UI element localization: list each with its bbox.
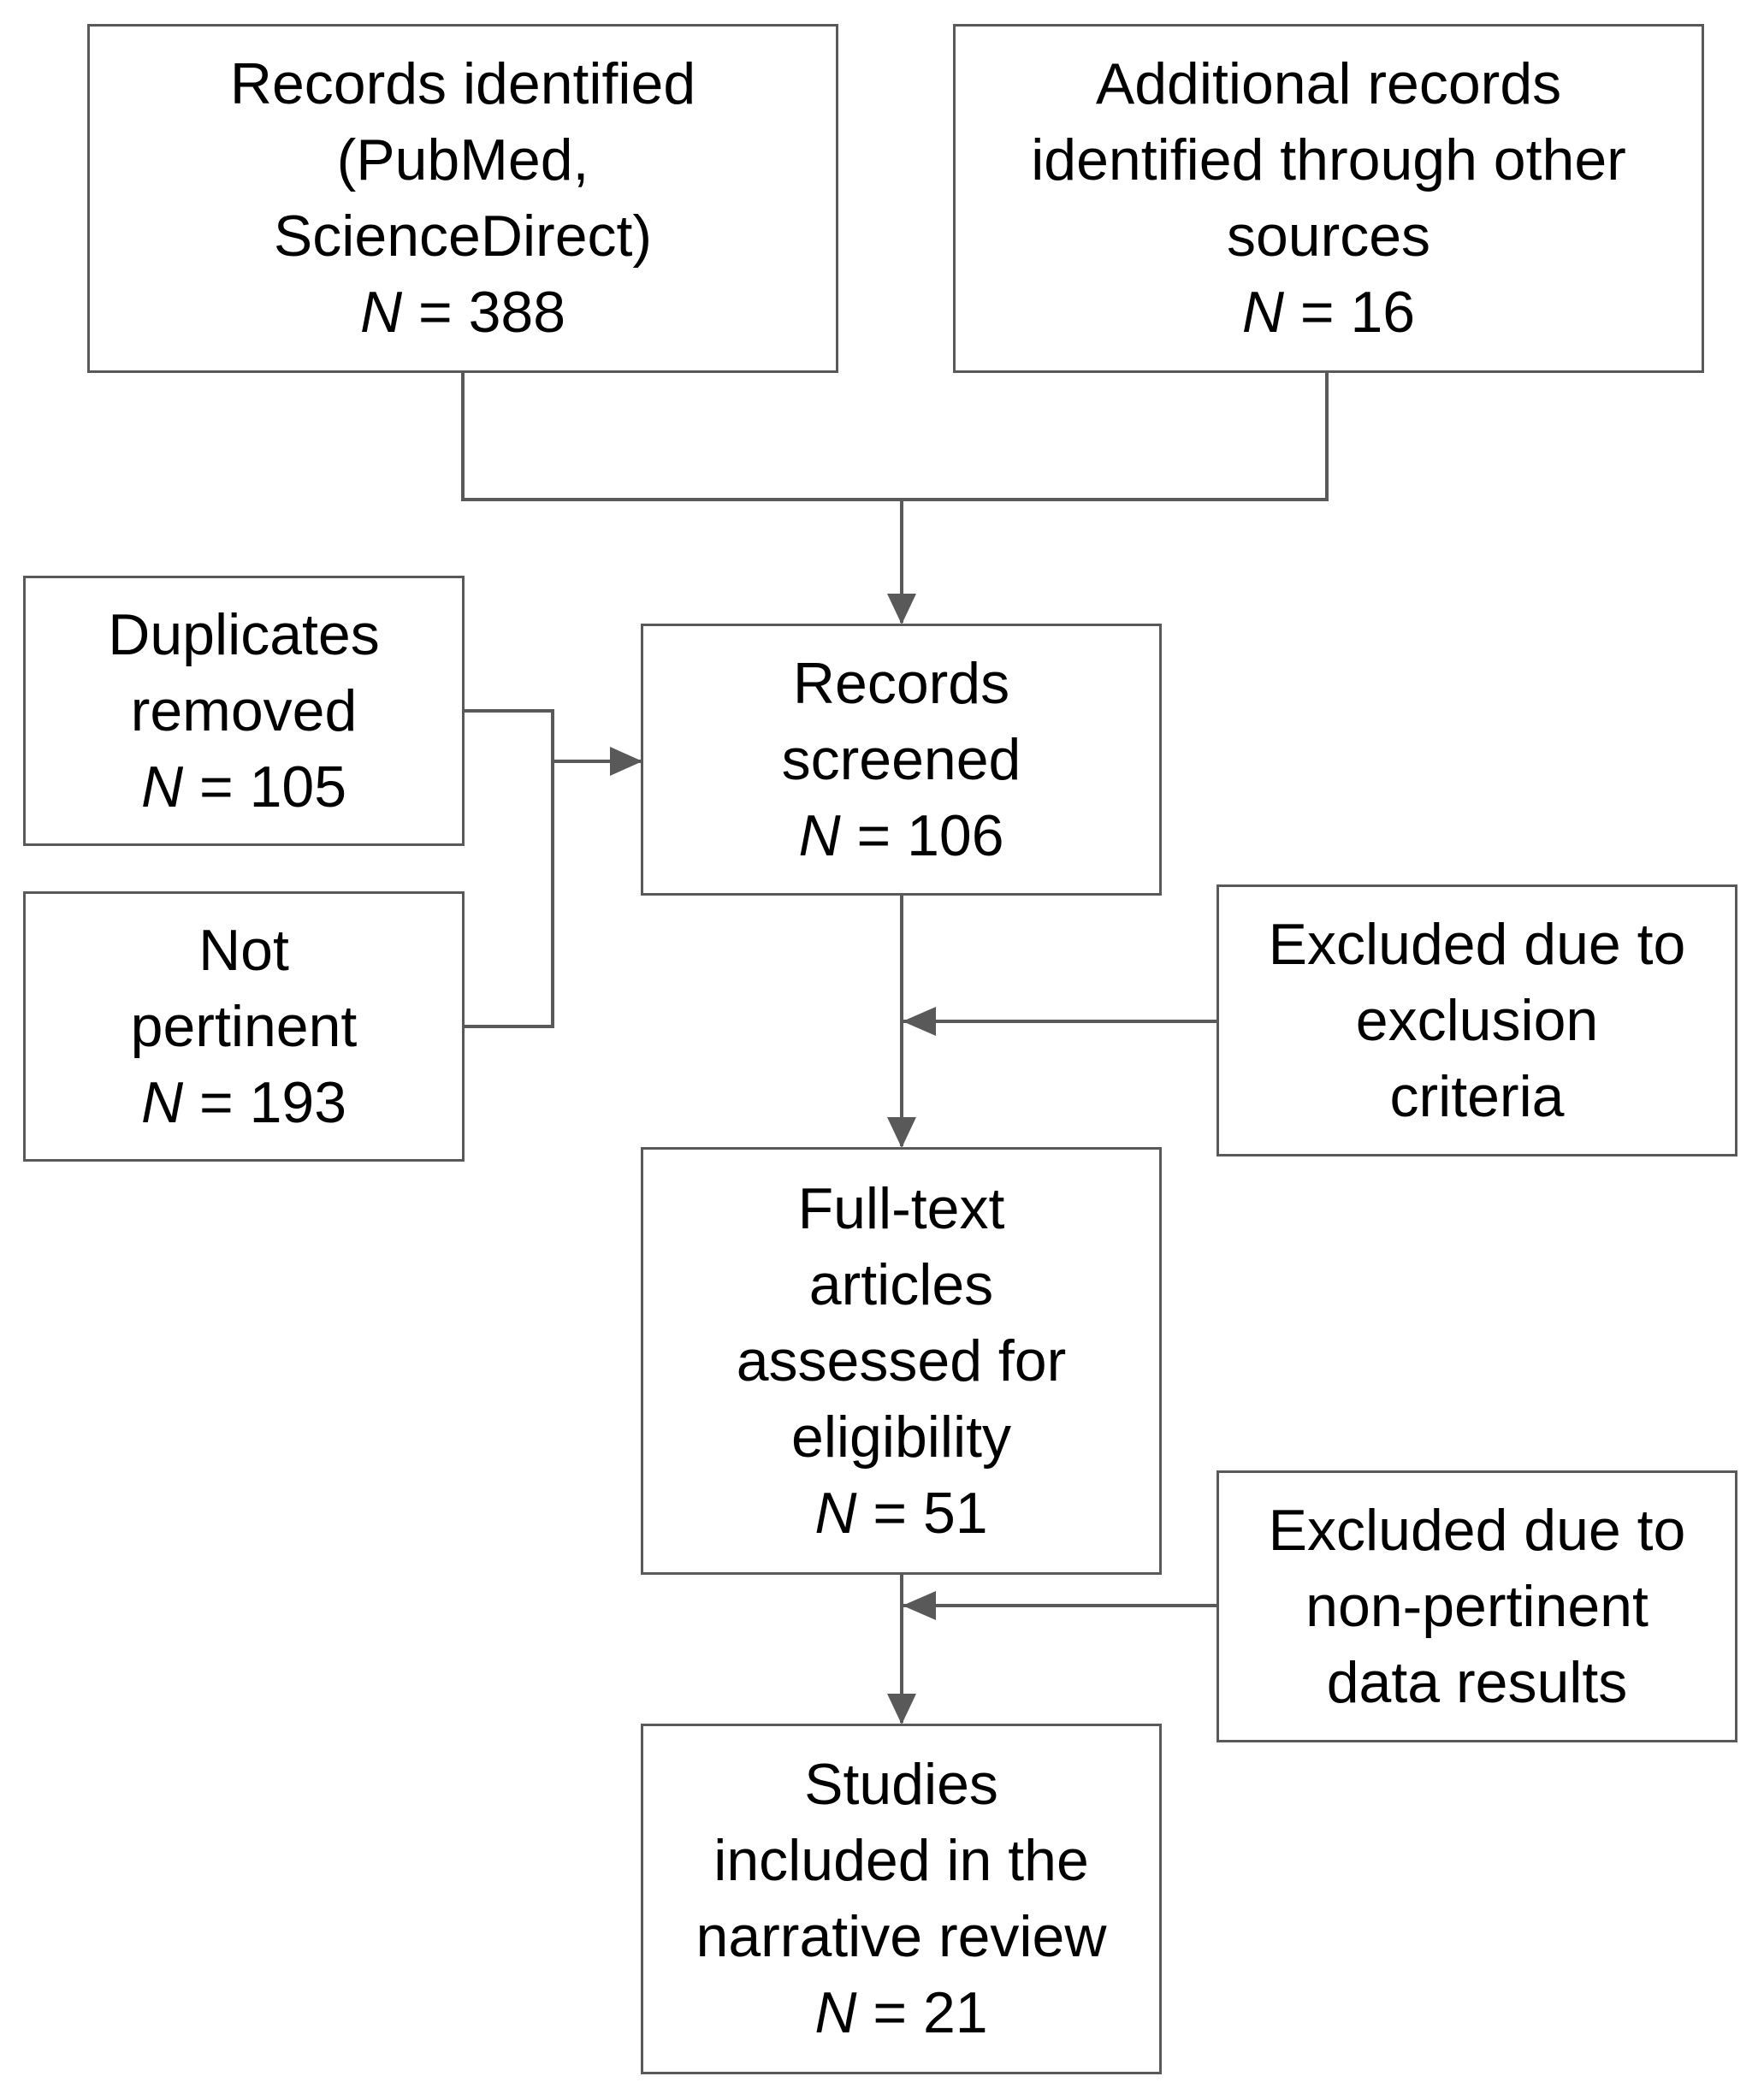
n-symbol: N (140, 1069, 184, 1135)
connector-left-bracket (463, 709, 554, 1028)
duplicates-removed-line-2: removed (130, 677, 358, 743)
additional-records-box: Additional records identified through ot… (953, 24, 1704, 373)
excluded-criteria-line-1: Excluded due to (1268, 911, 1686, 977)
arrowhead-excluded-nonpertinent (903, 1591, 936, 1620)
additional-records-line-3: sources (1226, 204, 1431, 269)
n-symbol: N (359, 280, 403, 345)
excluded-nonpertinent-line-1: Excluded due to (1268, 1497, 1686, 1563)
full-text-line-1: Full-text (797, 1175, 1005, 1241)
n-symbol: N (798, 802, 841, 868)
excluded-criteria-box: Excluded due to exclusion criteria (1216, 884, 1737, 1156)
duplicates-removed-line-1: Duplicates (108, 601, 380, 667)
records-screened-count: N = 106 (798, 798, 1003, 874)
records-screened-box: Records screened N = 106 (641, 624, 1162, 896)
excluded-nonpertinent-line-3: data results (1326, 1649, 1628, 1715)
records-identified-count: N = 388 (360, 275, 565, 351)
excluded-nonpertinent-box: Excluded due to non-pertinent data resul… (1216, 1470, 1737, 1742)
not-pertinent-count: N = 193 (141, 1065, 346, 1141)
additional-records-line-1: Additional records (1095, 51, 1562, 116)
connector-merge-top (461, 373, 1329, 501)
records-screened-line-2: screened (781, 726, 1021, 792)
records-identified-line-1: Records identified (229, 51, 696, 116)
n-symbol: N (1241, 280, 1284, 345)
additional-records-line-2: identified through other (1031, 127, 1626, 192)
arrowhead-studies-top (887, 1694, 916, 1724)
records-identified-line-2: (PubMed, (336, 127, 589, 192)
studies-included-line-3: narrative review (696, 1904, 1107, 1969)
records-identified-box: Records identified (PubMed, ScienceDirec… (87, 24, 838, 373)
studies-included-count: N = 21 (814, 1975, 987, 2051)
excluded-nonpertinent-line-2: non-pertinent (1305, 1573, 1649, 1639)
excluded-criteria-line-3: criteria (1389, 1063, 1565, 1129)
records-screened-count-value: = 106 (856, 802, 1004, 868)
studies-included-line-2: included in the (713, 1828, 1089, 1893)
arrowhead-full-text-top (887, 1117, 916, 1148)
not-pertinent-line-2: pertinent (130, 993, 358, 1059)
n-symbol: N (814, 1480, 857, 1546)
studies-included-count-value: = 21 (873, 1980, 988, 2045)
not-pertinent-box: Not pertinent N = 193 (23, 891, 465, 1162)
arrowhead-screened-left (610, 747, 642, 776)
records-screened-line-1: Records (792, 650, 1010, 716)
not-pertinent-line-1: Not (198, 917, 289, 983)
full-text-line-2: articles (808, 1251, 994, 1317)
additional-records-count-value: = 16 (1299, 280, 1416, 345)
not-pertinent-count-value: = 193 (198, 1069, 347, 1135)
full-text-count-value: = 51 (873, 1480, 988, 1546)
full-text-line-3: assessed for (736, 1328, 1067, 1393)
records-identified-line-3: ScienceDirect) (273, 204, 653, 269)
full-text-box: Full-text articles assessed for eligibil… (641, 1147, 1162, 1575)
studies-included-line-1: Studies (804, 1752, 998, 1817)
duplicates-removed-count-value: = 105 (198, 754, 347, 819)
arrowhead-screened-top (887, 594, 916, 624)
duplicates-removed-box: Duplicates removed N = 105 (23, 576, 465, 846)
duplicates-removed-count: N = 105 (141, 749, 346, 825)
n-symbol: N (814, 1980, 857, 2045)
studies-included-box: Studies included in the narrative review… (641, 1724, 1162, 2074)
excluded-criteria-line-2: exclusion (1355, 987, 1599, 1053)
full-text-line-4: eligibility (791, 1404, 1011, 1470)
additional-records-count: N = 16 (1242, 275, 1415, 351)
records-identified-count-value: = 388 (417, 280, 566, 345)
n-symbol: N (140, 754, 184, 819)
arrowhead-excluded-criteria (903, 1007, 936, 1036)
full-text-count: N = 51 (814, 1476, 987, 1552)
